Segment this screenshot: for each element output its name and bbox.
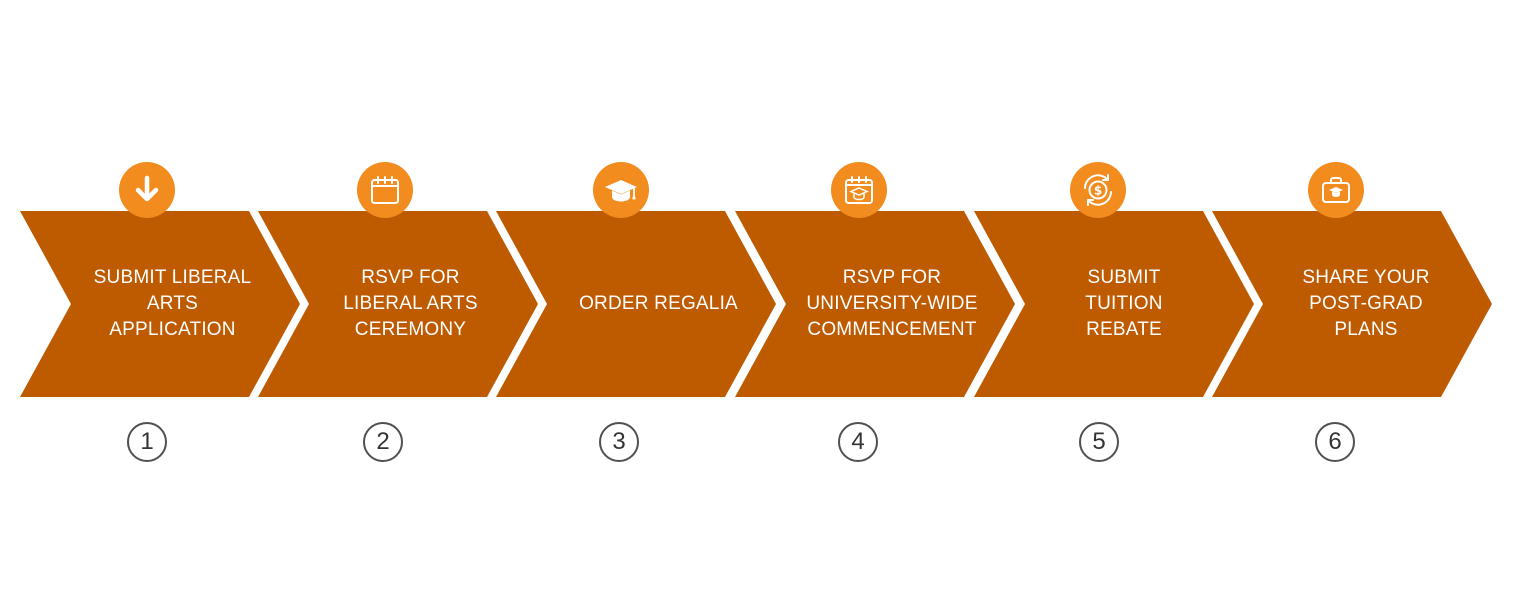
chevron-step-3 — [496, 211, 776, 397]
briefcase-graduation-icon — [1308, 162, 1364, 218]
step-3: ORDER REGALIA 3 — [496, 0, 776, 613]
step-2-label: RSVP FOR LIBERAL ARTS CEREMONY — [343, 267, 478, 340]
step-2-number: 2 — [363, 422, 403, 462]
step-3-label: ORDER REGALIA — [579, 293, 738, 314]
step-6-label: SHARE YOUR POST-GRAD PLANS — [1302, 267, 1430, 340]
step-2: RSVP FOR LIBERAL ARTS CEREMONY 2 — [258, 0, 538, 613]
step-6: SHARE YOUR POST-GRAD PLANS 6 — [1212, 0, 1492, 613]
step-3-number: 3 — [599, 422, 639, 462]
step-6-number: 6 — [1315, 422, 1355, 462]
graduation-cap-icon — [593, 162, 649, 218]
download-arrow-icon — [119, 162, 175, 218]
chevron-step-1 — [20, 211, 300, 397]
chevron-step-2 — [258, 211, 538, 397]
chevron-step-4 — [735, 211, 1015, 397]
chevron-step-6 — [1212, 211, 1492, 397]
dollar-refund-icon: $ — [1070, 162, 1126, 218]
step-5: SUBMIT TUITION REBATE $ 5 — [974, 0, 1254, 613]
svg-text:$: $ — [1094, 184, 1102, 198]
step-5-label: SUBMIT TUITION REBATE — [1085, 267, 1163, 340]
step-4: RSVP FOR UNIVERSITY-WIDE COMMENCEMENT 4 — [735, 0, 1015, 613]
calendar-icon — [357, 162, 413, 218]
step-1: SUBMIT LIBERAL ARTS APPLICATION 1 — [20, 0, 300, 613]
step-4-label: RSVP FOR UNIVERSITY-WIDE COMMENCEMENT — [806, 267, 978, 340]
step-5-number: 5 — [1079, 422, 1119, 462]
step-1-label: SUBMIT LIBERAL ARTS APPLICATION — [93, 267, 252, 340]
calendar-graduation-icon — [831, 162, 887, 218]
step-4-number: 4 — [838, 422, 878, 462]
step-1-number: 1 — [127, 422, 167, 462]
chevron-step-5 — [974, 211, 1254, 397]
